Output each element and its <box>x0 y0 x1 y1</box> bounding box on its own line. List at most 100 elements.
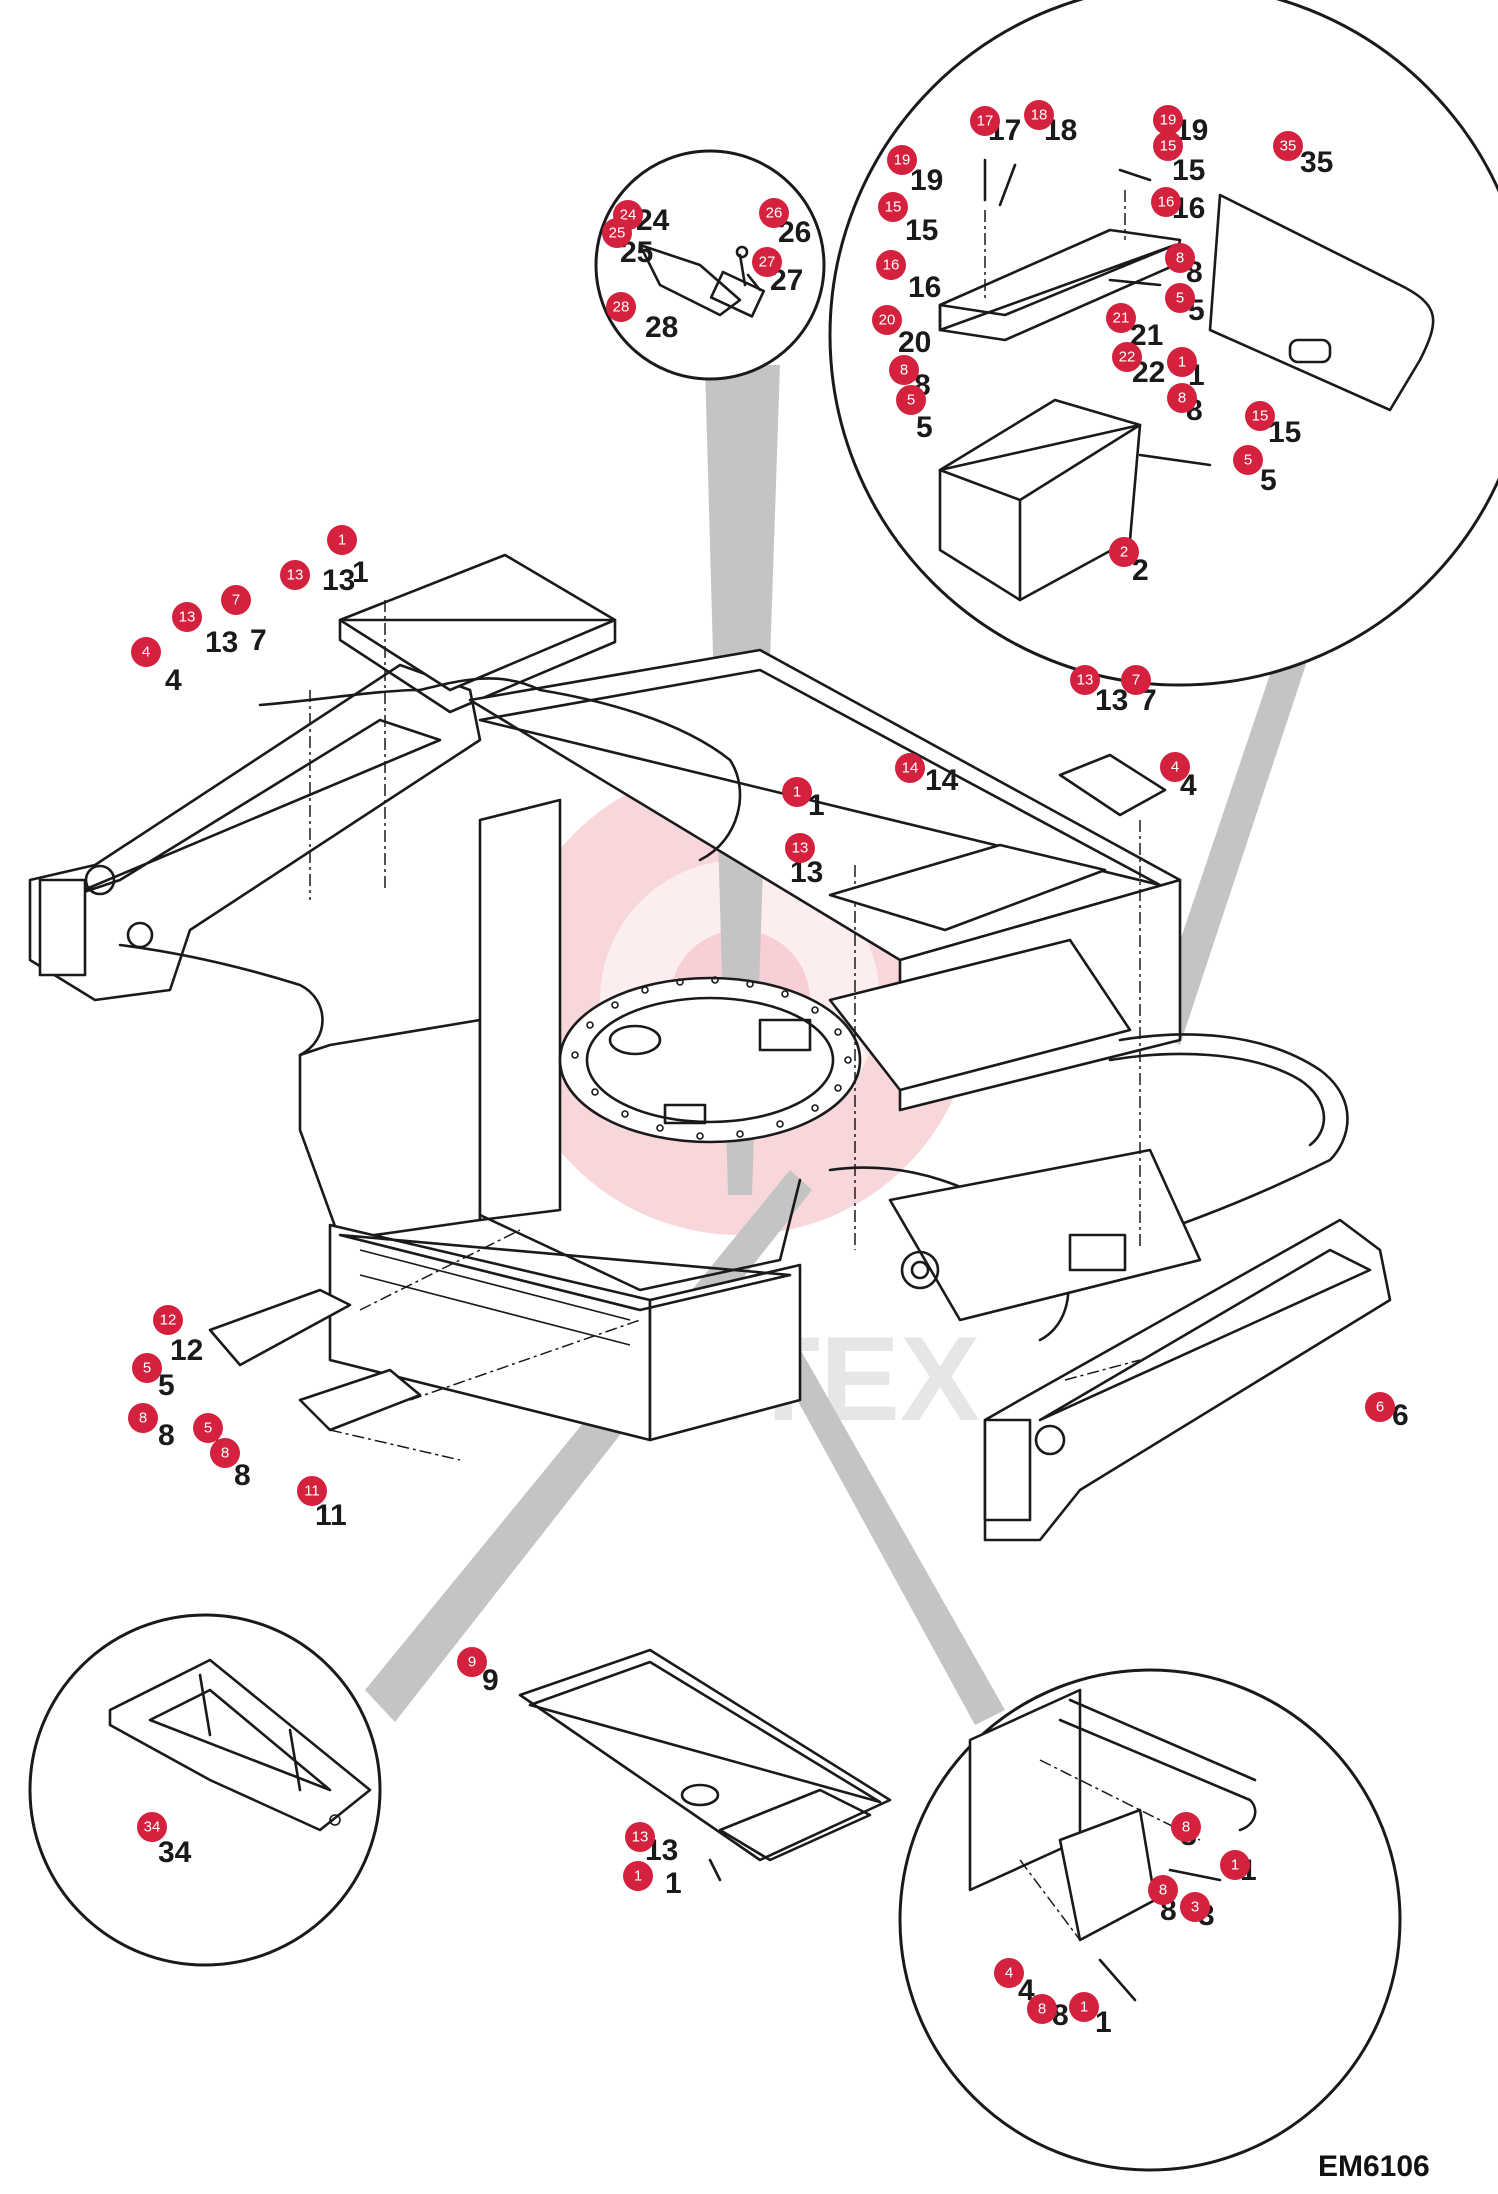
callout-badge: 1 <box>782 777 812 807</box>
callout-badge-circle <box>606 292 636 322</box>
drawing-code: EM6106 <box>1318 2150 1430 2183</box>
callout-badge: 21 <box>1106 303 1136 333</box>
callout-badge-circle <box>1024 100 1054 130</box>
callout-badge-circle <box>895 753 925 783</box>
callout-badge-circle <box>1151 187 1181 217</box>
callout-badge: 13 <box>625 1822 655 1852</box>
callout-badge-circle <box>1121 665 1151 695</box>
callout-badge: 6 <box>1365 1392 1395 1422</box>
callout-badge-number: 7 <box>232 592 240 609</box>
callout-badge-circle <box>457 1647 487 1677</box>
part-number-label: 4 <box>1018 1974 1035 2007</box>
callout-badge-number: 5 <box>1176 290 1184 307</box>
part-number-label: 6 <box>1392 1399 1409 1432</box>
part-number-label: 8 <box>158 1419 175 1452</box>
callout-badge-number: 16 <box>883 257 900 274</box>
callout-badge-circle <box>970 106 1000 136</box>
callout-badge-circle <box>752 247 782 277</box>
callout-badge: 14 <box>895 753 925 783</box>
callout-badge-number: 1 <box>634 1868 642 1885</box>
callout-badge-number: 5 <box>204 1420 212 1437</box>
callout-badge: 1 <box>1220 1850 1250 1880</box>
callout-badge-number: 1 <box>793 784 801 801</box>
callout-badge-circle <box>1220 1850 1250 1880</box>
callout-badge-number: 28 <box>613 299 630 316</box>
callout-badge: 28 <box>606 292 636 322</box>
callout-badge-number: 8 <box>900 362 908 379</box>
callout-badge: 13 <box>785 833 815 863</box>
callout-badge-number: 24 <box>620 207 637 224</box>
main-frame <box>28 553 1392 1542</box>
callout-badge-number: 5 <box>907 392 915 409</box>
callout-badge-circle <box>1233 445 1263 475</box>
callout-badge: 27 <box>752 247 782 277</box>
part-number-label: 15 <box>905 214 938 247</box>
callout-badge-circle <box>132 1353 162 1383</box>
callout-badge: 5 <box>1233 445 1263 475</box>
callout-badge-number: 8 <box>1038 2001 1046 2018</box>
callout-badge-number: 5 <box>1244 452 1252 469</box>
callout-badge: 1 <box>623 1861 653 1891</box>
part-number-label: 4 <box>165 664 182 697</box>
callout-badge: 5 <box>1165 283 1195 313</box>
callout-badge-circle <box>602 218 632 248</box>
part-number-label: 5 <box>1260 464 1277 497</box>
callout-badge: 5 <box>132 1353 162 1383</box>
callout-badge-circle <box>1167 347 1197 377</box>
part-number-label: 1 <box>1095 2006 1112 2039</box>
callout-badge-circle <box>327 525 357 555</box>
callout-badge-number: 18 <box>1031 107 1048 124</box>
callout-badge: 8 <box>889 355 919 385</box>
callout-badge-number: 8 <box>1159 1882 1167 1899</box>
callout-badge: 13 <box>280 560 310 590</box>
part-number-label: 8 <box>234 1459 251 1492</box>
callout-badge: 8 <box>210 1438 240 1468</box>
callout-badge-number: 15 <box>1160 138 1177 155</box>
part-number-label: 14 <box>925 764 959 797</box>
callout-badge-number: 8 <box>1182 1819 1190 1836</box>
part-number-label: 20 <box>898 326 931 359</box>
callout-badge: 8 <box>1165 243 1195 273</box>
callout-badge-circle <box>994 1958 1024 1988</box>
callout-badge-number: 13 <box>287 567 304 584</box>
callout-badge: 8 <box>1167 383 1197 413</box>
callout-badge-circle <box>1165 243 1195 273</box>
callout-badge-circle <box>1109 537 1139 567</box>
callout-badge-circle <box>1069 1992 1099 2022</box>
ring-bolt-holes <box>571 976 852 1140</box>
part-number-label: 9 <box>482 1664 499 1697</box>
callout-badge: 26 <box>759 198 789 228</box>
callout-badge: 2 <box>1109 537 1139 567</box>
callout-badge-circle <box>782 777 812 807</box>
callout-badge: 17 <box>970 106 1000 136</box>
callout-badge-circle <box>1112 342 1142 372</box>
callout-badge: 13 <box>172 602 202 632</box>
callout-badge-circle <box>887 145 917 175</box>
callout-badge-circle <box>1153 131 1183 161</box>
callout-badge: 4 <box>994 1958 1024 1988</box>
callout-badge: 15 <box>1153 131 1183 161</box>
callout-badge-circle <box>128 1403 158 1433</box>
cover-plate-14 <box>828 843 1107 932</box>
callout-badge-circle <box>1106 303 1136 333</box>
callout-badge: 18 <box>1024 100 1054 130</box>
callout-badge-number: 2 <box>1120 544 1128 561</box>
callout-badge: 25 <box>602 218 632 248</box>
part-number-label: 13 <box>322 564 355 597</box>
callout-badge: 8 <box>1027 1994 1057 2024</box>
part-number-label: 12 <box>170 1334 203 1367</box>
callout-badge: 13 <box>1070 665 1100 695</box>
part-number-label: 1 <box>808 789 825 822</box>
part-number-label: 5 <box>158 1369 175 1402</box>
callout-badge-circle <box>1148 1875 1178 1905</box>
callout-badge-number: 26 <box>766 205 783 222</box>
callout-badge-circle <box>1027 1994 1057 2024</box>
callout-badge: 8 <box>1171 1812 1201 1842</box>
callout-badge-circle <box>210 1438 240 1468</box>
callout-badge-number: 4 <box>1005 1965 1013 1982</box>
callout-badge: 20 <box>872 305 902 335</box>
callout-badge-number: 11 <box>304 1483 320 1500</box>
callout-badge-circle <box>1165 283 1195 313</box>
detail-circle-side-panel <box>898 1668 1402 2172</box>
callout-badge: 35 <box>1273 131 1303 161</box>
